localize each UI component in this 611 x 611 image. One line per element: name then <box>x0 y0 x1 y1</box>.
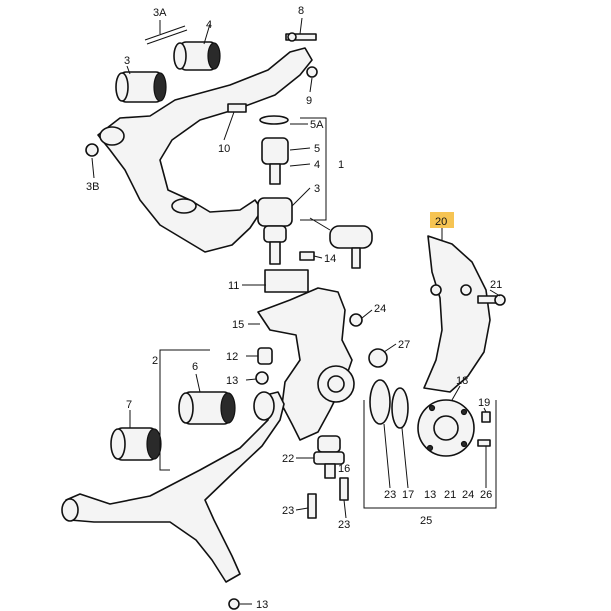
tie-rod-end <box>309 217 373 269</box>
lower-ball-joint <box>313 435 345 479</box>
callout-4-top: 4 <box>206 19 212 31</box>
bolt-21 <box>477 294 506 306</box>
callout-3a: 3A <box>153 7 167 19</box>
callout-17: 17 <box>402 489 414 501</box>
nut-13-bottom <box>228 598 240 610</box>
callout-23-c: 23 <box>338 519 350 531</box>
callout-3-mid: 3 <box>314 183 320 195</box>
callout-20: 20 <box>435 216 447 228</box>
callout-5: 5 <box>314 143 320 155</box>
callout-19: 19 <box>478 397 490 409</box>
leader-lines <box>91 17 501 605</box>
callout-3b: 3B <box>86 181 99 193</box>
callout-21-a: 21 <box>490 279 502 291</box>
bushing-6 <box>178 391 236 425</box>
bolt-10 <box>227 103 247 113</box>
wheel-bolts-19 <box>477 411 491 447</box>
wheel-hub <box>417 399 475 457</box>
ball-joint-3 <box>257 197 293 265</box>
lower-control-arm <box>61 391 285 583</box>
callout-22: 22 <box>282 453 294 465</box>
callout-24: 24 <box>374 303 386 315</box>
bracket-1 <box>300 117 327 221</box>
bolt-14 <box>299 251 315 261</box>
callout-21-b: 21 <box>444 489 456 501</box>
callout-11: 11 <box>228 280 239 292</box>
callout-26: 26 <box>480 489 492 501</box>
spacer-11 <box>264 269 309 293</box>
bushing-4-top <box>173 41 221 71</box>
callout-23-a: 23 <box>384 489 396 501</box>
nut-9 <box>306 66 318 78</box>
bolt-12 <box>257 347 273 365</box>
callout-24-b: 24 <box>462 489 474 501</box>
steering-knuckle <box>257 287 355 441</box>
callout-2: 2 <box>152 355 158 367</box>
bushing-3-left <box>115 71 167 103</box>
callout-6: 6 <box>192 361 198 373</box>
callout-18: 18 <box>456 375 468 387</box>
bushing-7 <box>110 427 162 461</box>
callout-1: 1 <box>338 159 344 171</box>
callout-9: 9 <box>306 95 312 107</box>
nut-3b <box>85 143 99 157</box>
upper-ball-joint <box>259 115 289 185</box>
bolts-23 <box>307 477 349 519</box>
callout-7: 7 <box>126 399 132 411</box>
callout-25: 25 <box>420 515 432 527</box>
callout-3-left: 3 <box>124 55 130 67</box>
nut-13 <box>255 371 269 385</box>
bolt-3a <box>144 25 188 45</box>
bracket-2 <box>159 349 210 471</box>
callout-12: 12 <box>226 351 238 363</box>
callout-13-a: 13 <box>226 375 238 387</box>
seal-27 <box>368 348 388 368</box>
callout-16: 16 <box>338 463 350 475</box>
callout-8: 8 <box>298 5 304 17</box>
callout-27: 27 <box>398 339 410 351</box>
callout-10: 10 <box>218 143 230 155</box>
nut-24 <box>349 313 363 327</box>
splash-shield <box>423 235 491 393</box>
callout-13-c: 13 <box>256 599 268 611</box>
callout-20-highlight <box>430 212 454 228</box>
callout-4-mid: 4 <box>314 159 320 171</box>
callout-23-b: 23 <box>282 505 294 517</box>
wheel-bearing <box>369 379 409 429</box>
callout-labels: 3A 4 8 3 9 5A 10 5 4 1 3 3B 20 14 11 21 … <box>86 5 502 611</box>
bolt-8 <box>285 32 317 42</box>
bracket-25 <box>363 400 497 509</box>
callout-5a: 5A <box>310 119 324 131</box>
callout-13-b: 13 <box>424 489 436 501</box>
upper-control-arm <box>97 47 313 253</box>
callout-15: 15 <box>232 319 244 331</box>
callout-14: 14 <box>324 253 336 265</box>
